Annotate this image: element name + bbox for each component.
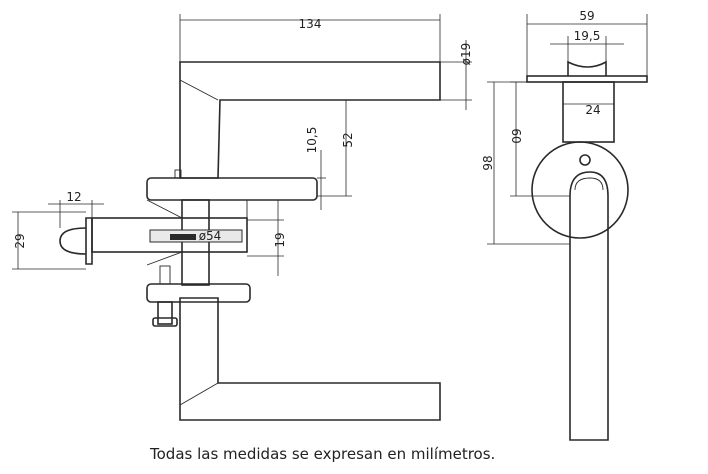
dim-rose-thickness: 10,5: [305, 127, 326, 210]
screw-head: [159, 265, 171, 285]
dim-rose-diameter-front-label: 59: [579, 9, 594, 23]
dim-escutcheon-projection-label: 12: [66, 190, 81, 204]
upper-rose-pin: [174, 169, 182, 179]
units-caption: Todas las medidas se expresan en milímet…: [150, 445, 496, 463]
dim-lever-drop-label: 60: [509, 128, 523, 143]
dim-rose-diameter-front: 59: [526, 9, 648, 76]
front-rose-cup: [567, 60, 607, 76]
dim-escutcheon-height-label: 29: [13, 233, 27, 248]
front-screw-hole: [579, 154, 591, 166]
front-rose-top-plate: [526, 75, 648, 83]
dim-rose-to-lever: 52: [220, 99, 355, 197]
escutcheon-cap: [85, 217, 93, 265]
dim-neck-width-label: 24: [585, 103, 600, 117]
upper-rose-plate: [146, 177, 318, 201]
dim-rose-inner-diameter: 19,5: [550, 29, 624, 62]
dim-rose-diameter-side-label: ø54: [199, 229, 222, 243]
front-lever: [569, 171, 609, 441]
dim-total-height: 98: [481, 81, 570, 245]
housing-taper-bottom: [146, 251, 183, 266]
dim-lever-drop: 60: [509, 81, 570, 197]
lower-rose-plate: [146, 283, 251, 303]
screw-shaft: [157, 301, 173, 325]
dim-total-height-label: 98: [481, 155, 495, 170]
dim-escutcheon-projection: 12: [48, 190, 104, 228]
dim-lever-length: 134: [179, 14, 441, 62]
dim-lever-diameter-label: ø19: [459, 43, 473, 66]
escutcheon-dome: [59, 227, 87, 255]
dim-lever-length-label: 134: [299, 17, 322, 31]
lever-bend-line-bottom: [179, 382, 219, 406]
front-rose-circle: [531, 141, 629, 239]
front-lever-inner: [574, 177, 604, 191]
dim-rose-inner-diameter-label: 19,5: [574, 29, 601, 43]
housing-taper-top: [146, 199, 183, 219]
lever-bend-line-top: [179, 79, 219, 101]
dim-rose-to-lever-label: 52: [341, 132, 355, 147]
dim-spindle-offset: 19: [247, 200, 287, 276]
dim-lever-diameter: ø19: [440, 40, 473, 110]
dim-neck-width: 24: [563, 103, 614, 117]
dim-escutcheon-height: 29: [12, 211, 86, 270]
lever-lower-arm: [179, 297, 441, 421]
dim-spindle-offset-label: 19: [273, 232, 287, 247]
spindle-latch-core: [170, 234, 196, 240]
dim-rose-thickness-label: 10,5: [305, 127, 319, 154]
lever-upper-arm: [179, 61, 441, 179]
front-view: 59 19,5 24 60 98: [481, 9, 648, 441]
side-view: 134 ø19 52 10,5 19 ø54: [12, 14, 473, 421]
screw-nut: [152, 317, 178, 327]
